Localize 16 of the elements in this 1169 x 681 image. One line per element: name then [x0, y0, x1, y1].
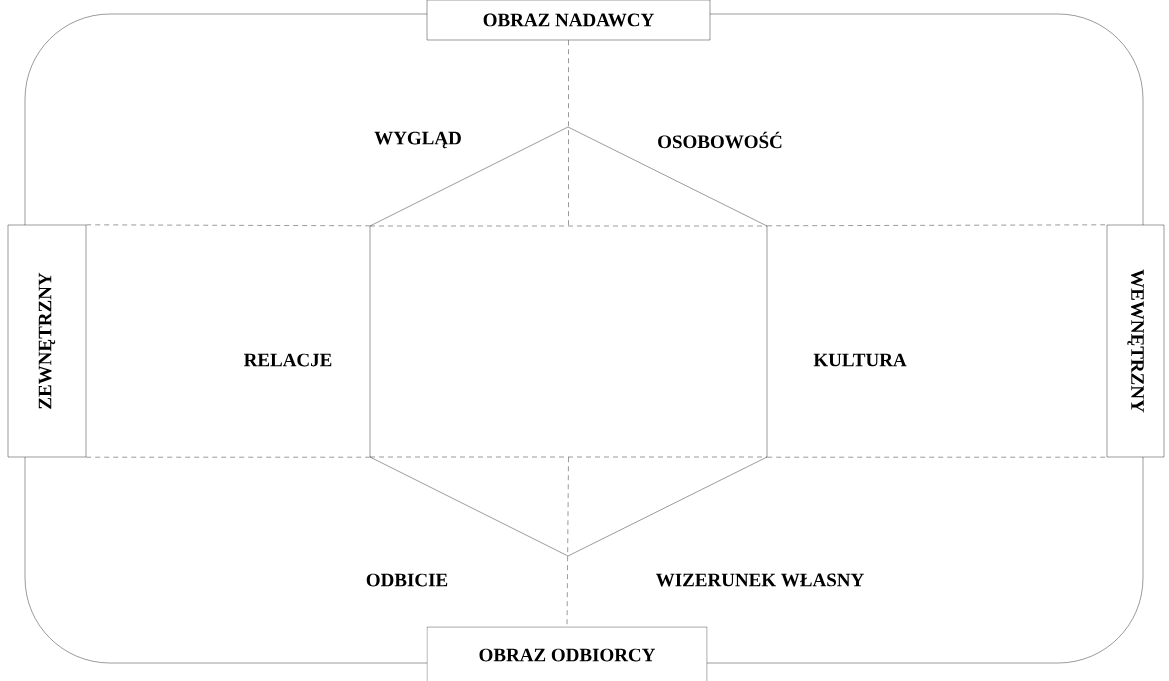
label-box: OBRAZ NADAWCY [426, 0, 711, 41]
label-box: ZEWNĘTRZNY [7, 224, 87, 458]
dashed-line [767, 224, 1107, 226]
facet-label: WIZERUNEK WŁASNY [656, 573, 864, 587]
facet-label: OSOBOWOŚĆ [658, 131, 782, 149]
label-box: WEWNĘTRZNY [1106, 224, 1165, 458]
dashed-line [767, 457, 1107, 458]
dashed-line [566, 457, 569, 627]
facet-label: KULTURA [813, 353, 907, 367]
dashed-line [86, 224, 370, 226]
dashed-line [86, 457, 370, 458]
dashed-line [568, 40, 569, 226]
facet-label: ODBICIE [366, 573, 448, 587]
label-box: OBRAZ ODBIORCY [426, 626, 708, 681]
facet-label: WYGLĄD [374, 131, 461, 149]
facet-label: RELACJE [244, 353, 332, 367]
